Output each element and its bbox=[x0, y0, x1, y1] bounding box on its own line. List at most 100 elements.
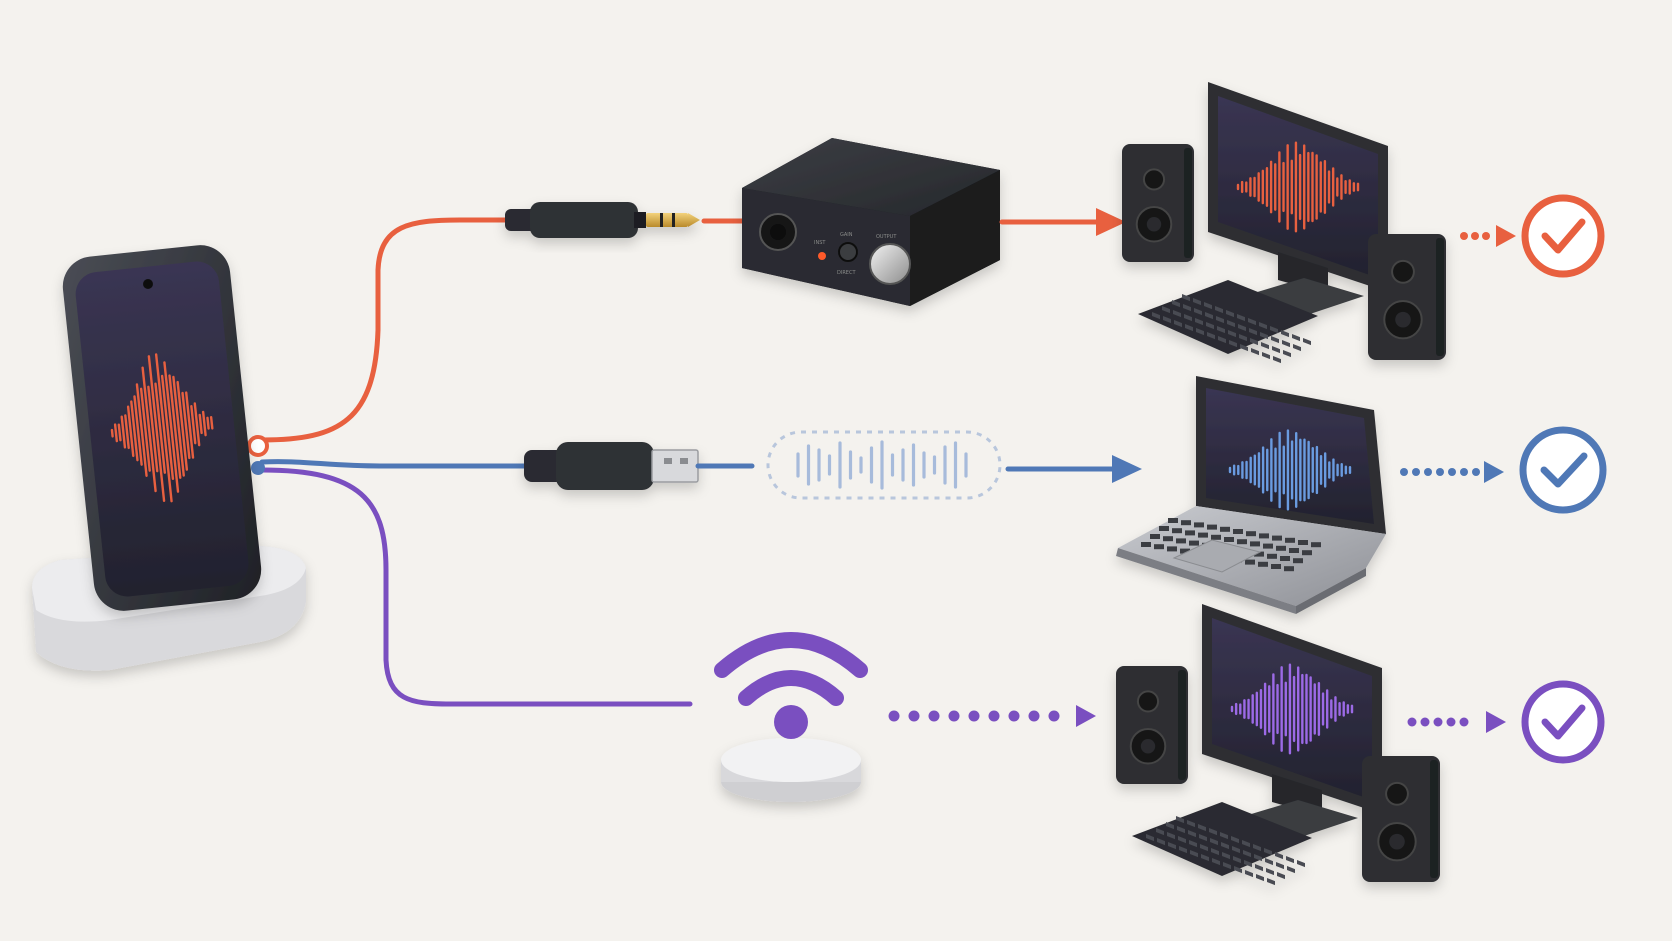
key bbox=[1250, 541, 1260, 547]
arrow-head-icon bbox=[1484, 461, 1504, 483]
key bbox=[1246, 531, 1256, 537]
phone-waveform-bar bbox=[190, 405, 197, 445]
dot bbox=[1400, 468, 1408, 476]
direct-label: DIRECT bbox=[837, 270, 856, 276]
audio-interface: INST GAIN DIRECT OUTPUT bbox=[742, 138, 1000, 306]
key bbox=[1211, 534, 1221, 540]
phone-waveform-bar bbox=[135, 383, 148, 478]
level-led-icon bbox=[818, 252, 826, 260]
arrow-head-icon bbox=[1486, 711, 1506, 733]
signal-bars bbox=[796, 440, 968, 490]
smartphone-on-stand bbox=[32, 245, 306, 671]
key bbox=[1207, 524, 1217, 530]
left-speaker-icon bbox=[1116, 666, 1188, 784]
dot bbox=[1446, 717, 1456, 727]
key bbox=[1220, 526, 1230, 532]
phone-screen bbox=[75, 261, 249, 597]
key bbox=[1263, 543, 1273, 549]
desktop-computer-bottom bbox=[1116, 604, 1440, 886]
key bbox=[1280, 556, 1290, 561]
analog-dotted-arrow bbox=[1460, 225, 1516, 247]
usb-path bbox=[524, 376, 1607, 614]
key bbox=[1194, 522, 1204, 528]
key bbox=[1141, 542, 1151, 547]
key bbox=[1272, 535, 1282, 541]
output-knob bbox=[869, 243, 911, 285]
dot bbox=[1420, 717, 1430, 727]
key bbox=[1181, 520, 1191, 526]
dot bbox=[1028, 710, 1040, 722]
cables bbox=[247, 217, 693, 707]
arrow-head-icon bbox=[1496, 225, 1516, 247]
key bbox=[1233, 529, 1243, 534]
phone-waveform-bar bbox=[168, 374, 182, 479]
key bbox=[1311, 542, 1321, 548]
wireless-dotted-arrow bbox=[888, 705, 1096, 727]
dot bbox=[908, 710, 920, 722]
wireless-cable bbox=[259, 467, 693, 707]
phone-waveform-bar bbox=[181, 391, 191, 460]
phone-waveform-bar bbox=[147, 355, 166, 503]
phone-waveform-bar bbox=[193, 402, 201, 447]
phone-waveform-bar bbox=[113, 423, 119, 443]
key bbox=[1284, 566, 1294, 572]
phone-waveform-bar bbox=[201, 410, 207, 437]
phone-waveform-bar bbox=[117, 423, 122, 442]
wifi-icon bbox=[714, 632, 868, 739]
monitor-waveform bbox=[1230, 663, 1354, 755]
dot bbox=[1433, 717, 1443, 727]
output-label: OUTPUT bbox=[876, 234, 897, 240]
key bbox=[1293, 558, 1303, 564]
input-label: INST bbox=[814, 240, 826, 246]
right-speaker-icon bbox=[1368, 234, 1446, 360]
key bbox=[1289, 548, 1299, 553]
phone-waveform-bar bbox=[133, 395, 143, 466]
phone-waveform-bar bbox=[124, 414, 130, 450]
dot bbox=[1008, 710, 1020, 722]
monitor bbox=[1208, 82, 1388, 316]
dot bbox=[1471, 232, 1479, 240]
monitor-waveform bbox=[1236, 141, 1360, 233]
key bbox=[1176, 538, 1186, 544]
analog-path: INST GAIN DIRECT OUTPUT bbox=[505, 82, 1605, 364]
laptop-trackpad bbox=[1172, 539, 1262, 573]
dot bbox=[888, 710, 900, 722]
key bbox=[1237, 539, 1247, 545]
usb-success-check-icon bbox=[1519, 426, 1607, 514]
key bbox=[1254, 551, 1264, 557]
dot bbox=[1460, 232, 1468, 240]
monitor-screen bbox=[1212, 618, 1372, 800]
phone-waveform-bar bbox=[185, 391, 195, 459]
monitor bbox=[1202, 604, 1382, 838]
phone-waveform-bar bbox=[198, 413, 203, 435]
digital-audio-signal bbox=[766, 430, 1002, 500]
usb-dotted-arrow bbox=[1400, 461, 1504, 483]
usb-port-ring bbox=[251, 461, 265, 475]
dot bbox=[1412, 468, 1420, 476]
key bbox=[1276, 545, 1286, 551]
dot bbox=[1048, 710, 1060, 722]
wireless-dotted-arrow-to-check bbox=[1407, 711, 1506, 733]
monitor-screen bbox=[1218, 96, 1378, 278]
gain-label: GAIN bbox=[840, 232, 853, 238]
key bbox=[1163, 536, 1173, 542]
desktop-computer-top bbox=[1122, 82, 1446, 364]
key bbox=[1180, 548, 1190, 554]
keyboard bbox=[1138, 280, 1318, 364]
key bbox=[1168, 518, 1178, 523]
phone-waveform-bar bbox=[147, 385, 159, 473]
key bbox=[1167, 546, 1177, 552]
phone-waveform-bar bbox=[206, 416, 210, 430]
phone bbox=[62, 245, 262, 611]
key bbox=[1172, 528, 1182, 534]
phone-waveform-bar bbox=[163, 361, 180, 493]
right-speaker-icon bbox=[1362, 756, 1440, 882]
wireless-path bbox=[714, 604, 1605, 886]
usb-cable bbox=[259, 459, 533, 469]
key bbox=[1258, 561, 1268, 567]
key bbox=[1150, 534, 1160, 539]
key bbox=[1267, 553, 1277, 559]
phone-waveform-bar bbox=[160, 374, 175, 481]
